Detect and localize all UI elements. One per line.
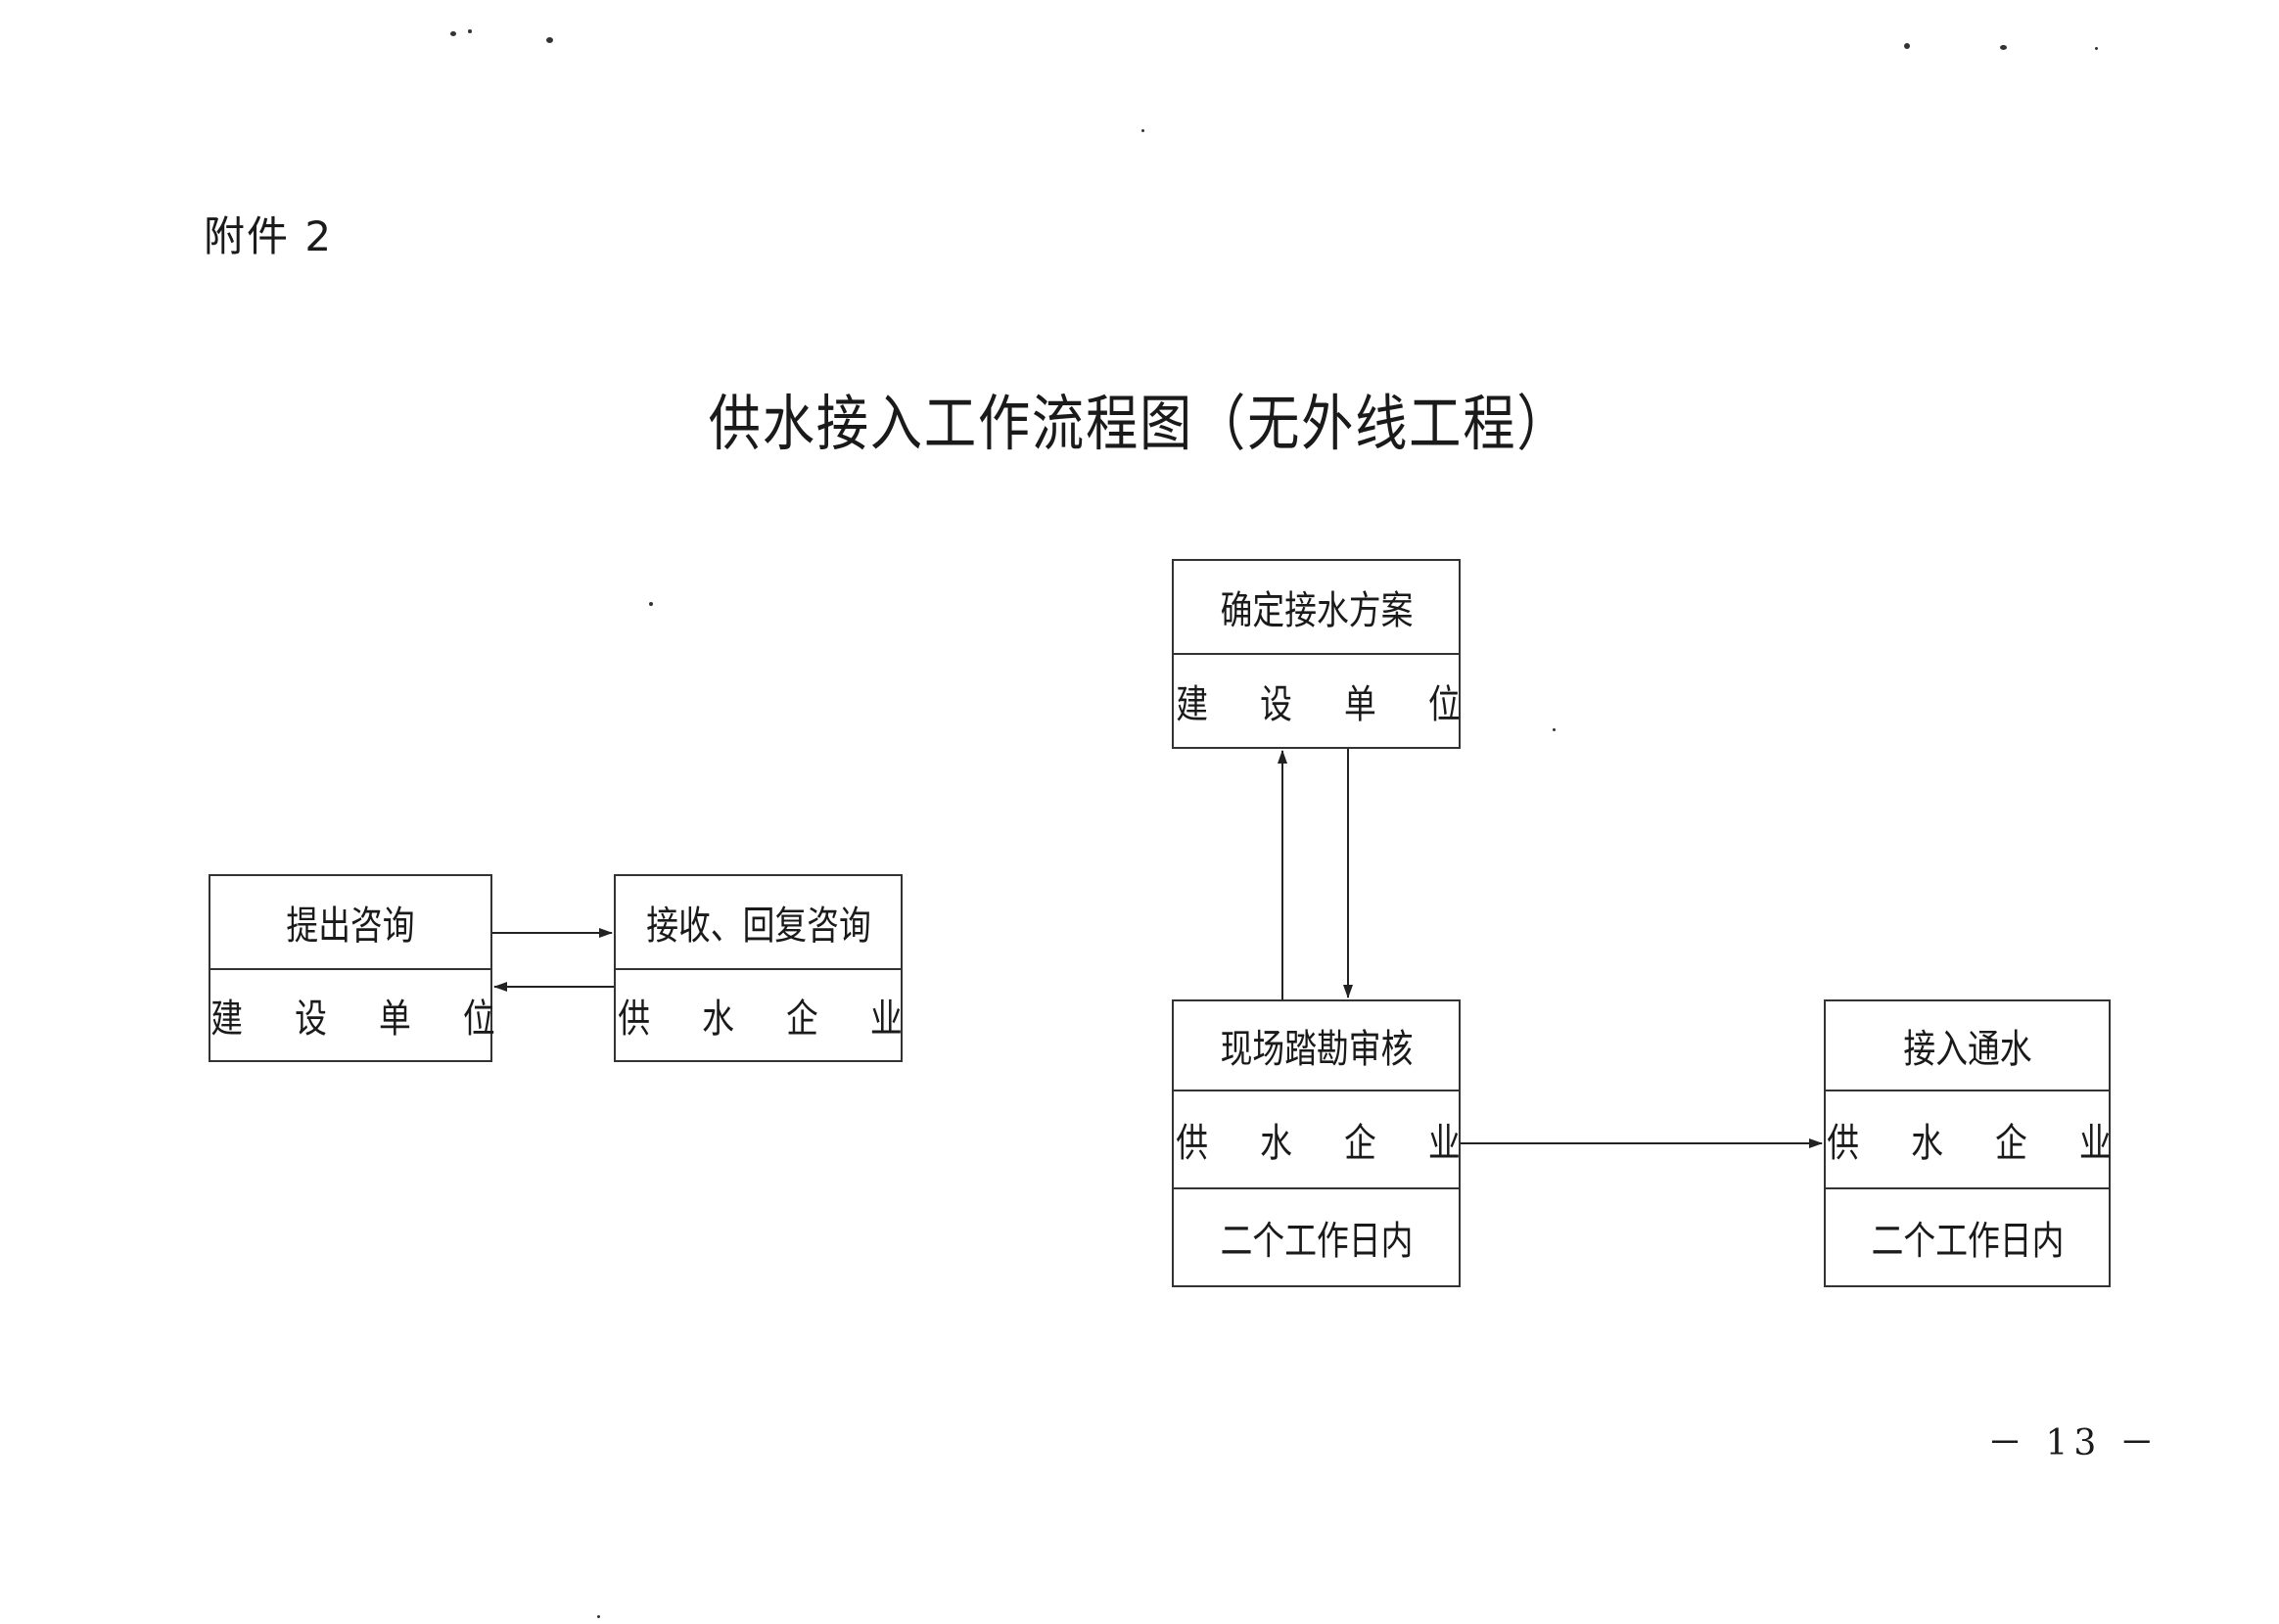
box-reply: 接收、回复咨询 供 水 企 业 bbox=[614, 874, 903, 1062]
diagram-title: 供水接入工作流程图（无外线工程） bbox=[708, 388, 1571, 459]
scan-speck bbox=[1904, 43, 1910, 49]
scan-speck bbox=[597, 1615, 600, 1618]
scan-speck bbox=[2095, 47, 2098, 50]
box-reply-task: 接收、回复咨询 bbox=[645, 904, 871, 949]
box-consult-task: 提出咨询 bbox=[286, 904, 415, 949]
box-consult-party: 建 设 单 位 bbox=[210, 968, 495, 1060]
attachment-label: 附件 2 bbox=[204, 212, 334, 260]
scan-speck bbox=[1141, 129, 1144, 132]
box-connect: 接入通水 供 水 企 业 二个工作日内 bbox=[1824, 999, 2112, 1287]
scan-speck bbox=[649, 602, 653, 606]
box-survey-time: 二个工作日内 bbox=[1174, 1187, 1459, 1285]
scan-speck bbox=[1553, 728, 1556, 731]
box-plan-task: 确定接水方案 bbox=[1220, 588, 1413, 633]
box-reply-party: 供 水 企 业 bbox=[616, 968, 903, 1060]
scan-speck bbox=[468, 29, 472, 33]
scan-speck bbox=[2000, 45, 2007, 50]
box-survey-task: 现场踏勘审核 bbox=[1220, 1027, 1413, 1072]
box-connect-party: 供 水 企 业 bbox=[1826, 1090, 2112, 1187]
box-consult: 提出咨询 建 设 单 位 bbox=[209, 874, 495, 1062]
page-number: － 13 － bbox=[1987, 1423, 2161, 1463]
box-plan: 确定接水方案 建 设 单 位 bbox=[1172, 559, 1461, 749]
box-connect-task: 接入通水 bbox=[1902, 1027, 2032, 1072]
scan-speck bbox=[546, 37, 553, 43]
box-plan-party: 建 设 单 位 bbox=[1174, 653, 1461, 747]
scan-speck bbox=[450, 31, 456, 36]
box-connect-time: 二个工作日内 bbox=[1826, 1187, 2109, 1285]
box-survey: 现场踏勘审核 供 水 企 业 二个工作日内 bbox=[1172, 999, 1461, 1287]
box-survey-party: 供 水 企 业 bbox=[1174, 1090, 1461, 1187]
